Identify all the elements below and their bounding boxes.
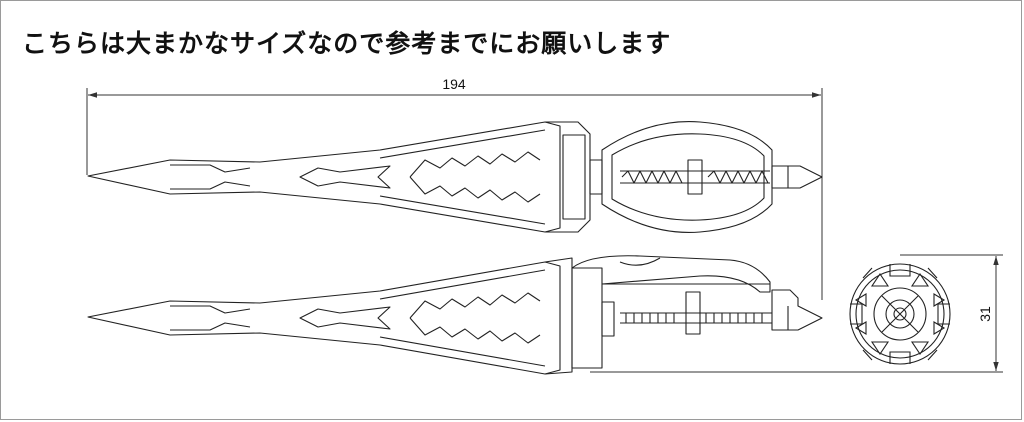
guard-inner-top (562, 134, 586, 220)
blade-groove-side (299, 306, 391, 330)
knuckle-guard-side (571, 255, 771, 293)
guard-outline-side (544, 257, 573, 375)
end-view-notch-bottom (889, 351, 911, 364)
end-view-ring-2 (855, 269, 945, 359)
grip-ring-top (687, 159, 703, 195)
drawing-note-title: こちらは大まかなサイズなので参考までにお願いします (22, 29, 672, 58)
sword-side-view (87, 255, 823, 375)
blade-outline-top (87, 121, 561, 233)
blade-tip-detail-side (170, 305, 251, 331)
blade-ridge-side (379, 269, 546, 367)
blade-tip-detail-top (170, 164, 251, 190)
end-view-diagonals (881, 295, 919, 333)
end-view-facets-horizontal (854, 293, 946, 335)
blade-serration-side (409, 292, 541, 344)
guard-collar-top (589, 159, 603, 195)
blade-serration-top (409, 151, 541, 203)
sword-top-view (87, 121, 823, 233)
sword-end-view (849, 263, 951, 365)
knuckle-guard-detail-side (619, 257, 661, 266)
guard-collar-side (601, 301, 615, 337)
length-dimension-label: 194 (442, 76, 466, 92)
handle-cage-inner-top (611, 133, 765, 221)
grip-zigzag-top (621, 170, 769, 184)
end-view-center (893, 307, 907, 321)
handle-cage-outline-top (601, 121, 773, 233)
blade-groove-top (299, 165, 391, 189)
end-view-spokes (862, 267, 938, 361)
blade-outline-side (87, 261, 561, 375)
length-dimension (86, 88, 823, 300)
pommel-side (771, 289, 823, 331)
diameter-dimension-label: 31 (977, 306, 993, 322)
end-view-notch-right (937, 303, 950, 325)
end-view-ring-4 (885, 299, 915, 329)
blade-ridge-top (379, 129, 546, 225)
grip-ring-side (685, 291, 701, 335)
end-view-ring-3 (873, 287, 927, 341)
end-view-notch-left (850, 303, 863, 325)
guard-outline-top (545, 121, 591, 233)
end-view-notch-top (889, 264, 911, 277)
diameter-dimension (590, 254, 1003, 373)
end-view-outer-ring (849, 263, 951, 365)
guard-body-side (571, 267, 603, 369)
grip-segments-side (625, 313, 763, 323)
pommel-top (771, 165, 823, 189)
end-view-facets-vertical (870, 273, 930, 355)
